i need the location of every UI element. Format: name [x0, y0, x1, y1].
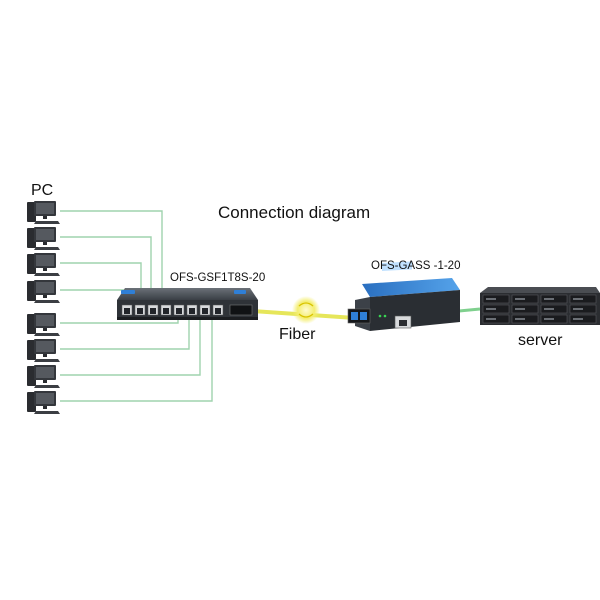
switch-model-label: OFS-GSF1T8S-20 — [170, 272, 266, 284]
fiber-label: Fiber — [279, 326, 316, 343]
desktop-computer-icon — [27, 339, 60, 362]
desktop-computer-icon — [27, 365, 60, 388]
ethernet-cables — [60, 210, 481, 402]
ethernet-cable — [60, 289, 131, 296]
ethernet-cable — [60, 318, 190, 350]
desktop-computer-icon — [27, 391, 60, 414]
rack-server-icon — [480, 287, 600, 325]
desktop-computer-icon — [27, 227, 60, 250]
desktop-computer-icon — [27, 253, 60, 276]
network-switch-icon — [117, 288, 258, 320]
switch-fiber-port — [229, 304, 253, 316]
fiber-link — [251, 296, 356, 324]
converter-model-label: OFS-GASS -1-20 — [371, 260, 461, 272]
pc-label: PC — [31, 182, 54, 199]
ethernet-cable — [60, 210, 163, 296]
diagram-title: Connection diagram — [218, 203, 371, 222]
ethernet-cable-server — [458, 307, 481, 313]
server-label: server — [518, 332, 563, 349]
desktop-computer-icon — [27, 313, 60, 336]
ethernet-cable — [60, 236, 152, 296]
desktop-computer-icon — [27, 280, 60, 303]
ethernet-cable — [60, 318, 213, 402]
pc-group — [27, 201, 60, 414]
fiber-glow-icon — [292, 296, 320, 324]
media-converter-icon — [347, 261, 460, 331]
ethernet-cable — [60, 262, 142, 296]
ethernet-cable — [60, 318, 201, 376]
fiber-signal-icon — [298, 302, 314, 318]
desktop-computer-icon — [27, 201, 60, 224]
